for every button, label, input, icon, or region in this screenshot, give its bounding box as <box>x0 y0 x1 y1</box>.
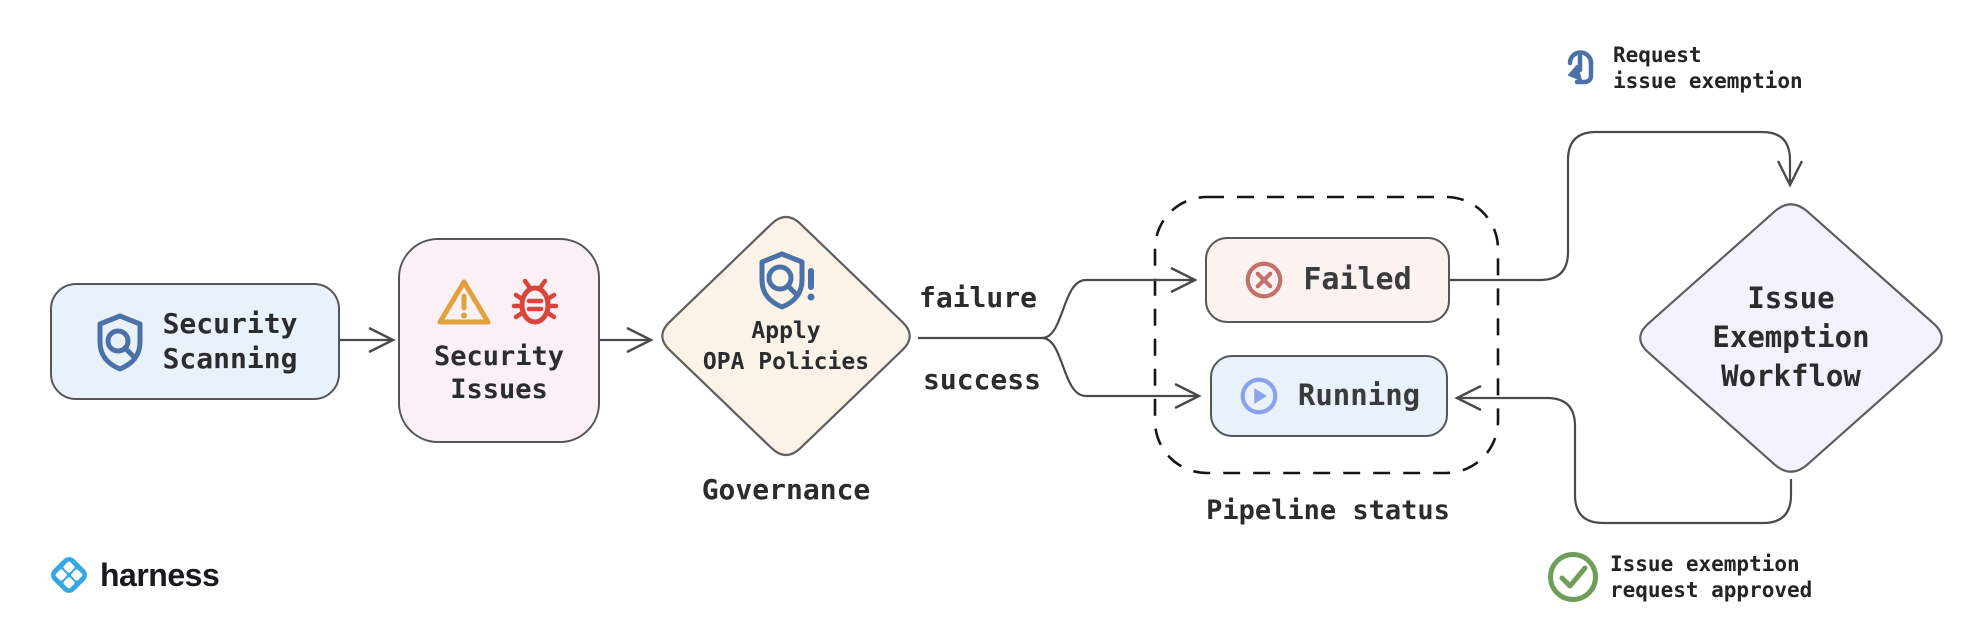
issue-exemption-workflow-label: Issue Exemption Workflow <box>1712 281 1870 393</box>
edge-exemption-to-running <box>1454 384 1793 525</box>
opa-shield-alert-icon <box>759 251 815 310</box>
exemption-diamond-shape <box>1639 203 1943 473</box>
edge-failed-to-exemption <box>1450 130 1804 282</box>
approved-annotation: Issue exemption request approved <box>1546 550 1812 604</box>
edge-failure-branch <box>1041 266 1198 340</box>
request-tap-icon <box>1567 50 1594 85</box>
running-label: Running <box>1297 378 1421 413</box>
pipeline-status-container <box>1153 195 1500 475</box>
node-security-issues: Security Issues <box>398 238 600 443</box>
success-edge-label: success <box>922 363 1041 396</box>
security-scan-shield-icon <box>97 313 143 371</box>
request-exemption-text: Request issue exemption <box>1613 43 1803 93</box>
bug-icon <box>511 278 559 325</box>
edge-success-branch <box>1041 336 1202 410</box>
pipeline-status-caption: Pipeline status <box>1206 495 1450 526</box>
warning-triangle-icon <box>437 279 491 325</box>
security-issues-label: Security Issues <box>433 340 565 405</box>
failed-label: Failed <box>1303 261 1412 297</box>
node-security-scanning: Security Scanning <box>50 283 340 400</box>
node-running-status: Running <box>1210 355 1448 437</box>
issue-icons <box>436 275 562 329</box>
approved-check-icon <box>1548 552 1598 602</box>
opa-policies-label: Apply OPA Policies <box>702 318 870 375</box>
request-exemption-annotation: Request issue exemption <box>1559 42 1803 94</box>
failed-circle-x-icon <box>1245 261 1283 299</box>
node-failed-status: Failed <box>1205 237 1450 323</box>
governance-caption: Governance <box>701 473 871 506</box>
running-play-icon <box>1240 377 1278 415</box>
harness-logo-icon <box>51 557 87 593</box>
brand-wordmark: harness <box>100 556 220 593</box>
opa-diamond-shape <box>661 215 911 457</box>
approved-text: Issue exemption request approved <box>1610 552 1813 602</box>
brand-logo: harness <box>46 552 220 598</box>
failure-edge-label: failure <box>918 281 1037 314</box>
security-scanning-label: Security Scanning <box>162 307 298 375</box>
